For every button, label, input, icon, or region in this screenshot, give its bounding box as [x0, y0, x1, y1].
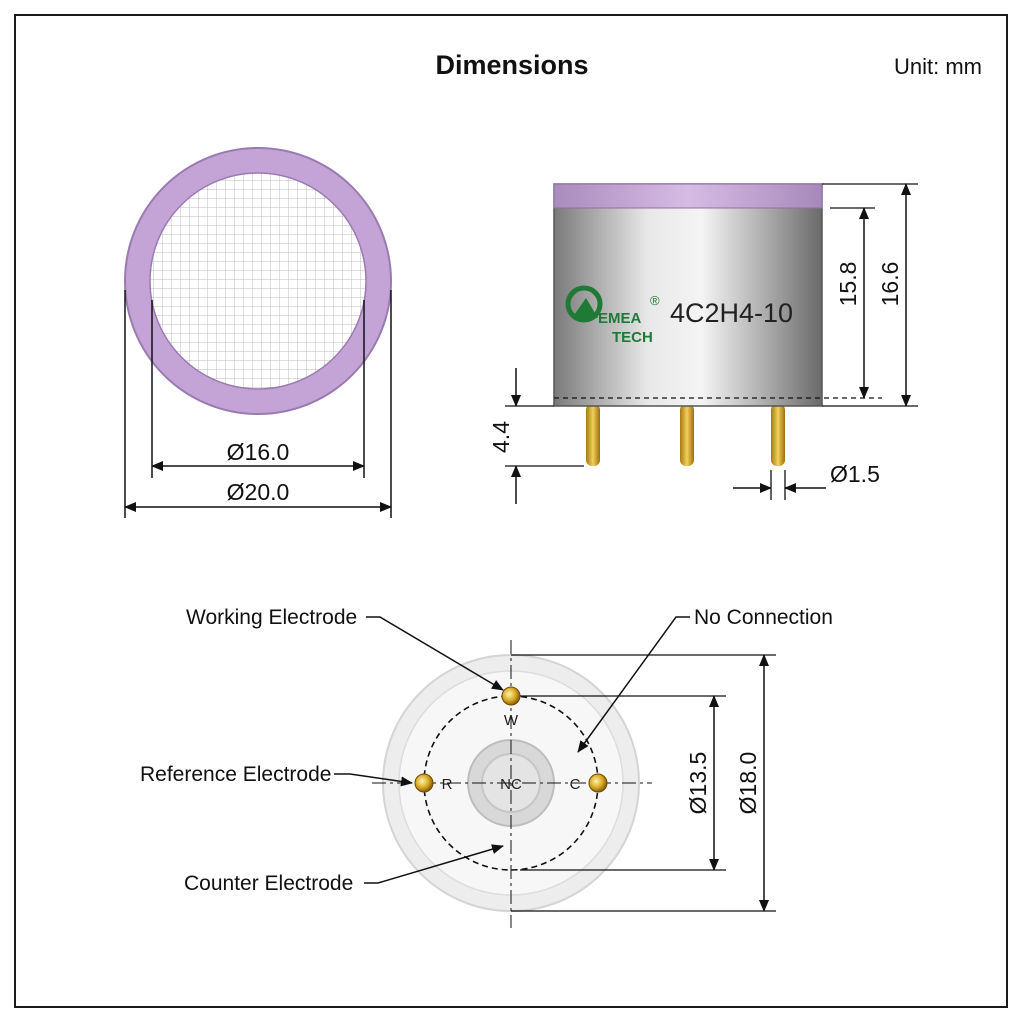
- pin-length-label: 4.4: [488, 421, 514, 453]
- body-height-label: 15.8: [835, 262, 861, 307]
- top-view: Ø16.0 Ø20.0: [124, 147, 392, 518]
- callout-reference-electrode: Reference Electrode: [140, 763, 331, 786]
- pin-middle: [680, 404, 694, 466]
- page-title: Dimensions: [435, 50, 589, 80]
- callout-working-electrode: Working Electrode: [186, 606, 357, 629]
- pin-diameter-label: Ø1.5: [830, 461, 880, 487]
- callout-no-connection: No Connection: [694, 606, 833, 629]
- svg-text:EMEA: EMEA: [598, 310, 642, 327]
- svg-text:TECH: TECH: [612, 329, 653, 346]
- svg-text:®: ®: [650, 293, 660, 308]
- pin-reference: [414, 773, 434, 793]
- model-label: 4C2H4-10: [670, 298, 793, 328]
- base-diameter-label: Ø18.0: [735, 752, 761, 815]
- side-view: EMEA TECH ® 4C2H4-10 15.8 16.6 4.4 Ø1.5: [488, 183, 918, 504]
- pin-working: [501, 686, 521, 706]
- mesh-window: [149, 172, 367, 390]
- pin-label-w: W: [504, 712, 519, 729]
- pin-left: [586, 404, 600, 466]
- pin-circle-diameter-label: Ø13.5: [685, 752, 711, 815]
- outer-diameter-label: Ø20.0: [227, 479, 290, 505]
- pin-label-nc: NC: [500, 776, 522, 793]
- pin-label-r: R: [442, 776, 453, 793]
- drawing-frame: [14, 14, 1008, 1008]
- bottom-view: W R C NC Ø13.5 Ø18.0 Working Electrode N…: [140, 606, 833, 928]
- pin-counter: [588, 773, 608, 793]
- pin-right: [771, 404, 785, 466]
- total-height-label: 16.6: [877, 262, 903, 307]
- brand-logo: EMEA TECH ®: [565, 285, 660, 346]
- inner-diameter-label: Ø16.0: [227, 439, 290, 465]
- top-cap: [553, 183, 823, 209]
- unit-label: Unit: mm: [894, 54, 982, 79]
- pin-label-c: C: [570, 776, 581, 793]
- callout-counter-electrode: Counter Electrode: [184, 872, 353, 895]
